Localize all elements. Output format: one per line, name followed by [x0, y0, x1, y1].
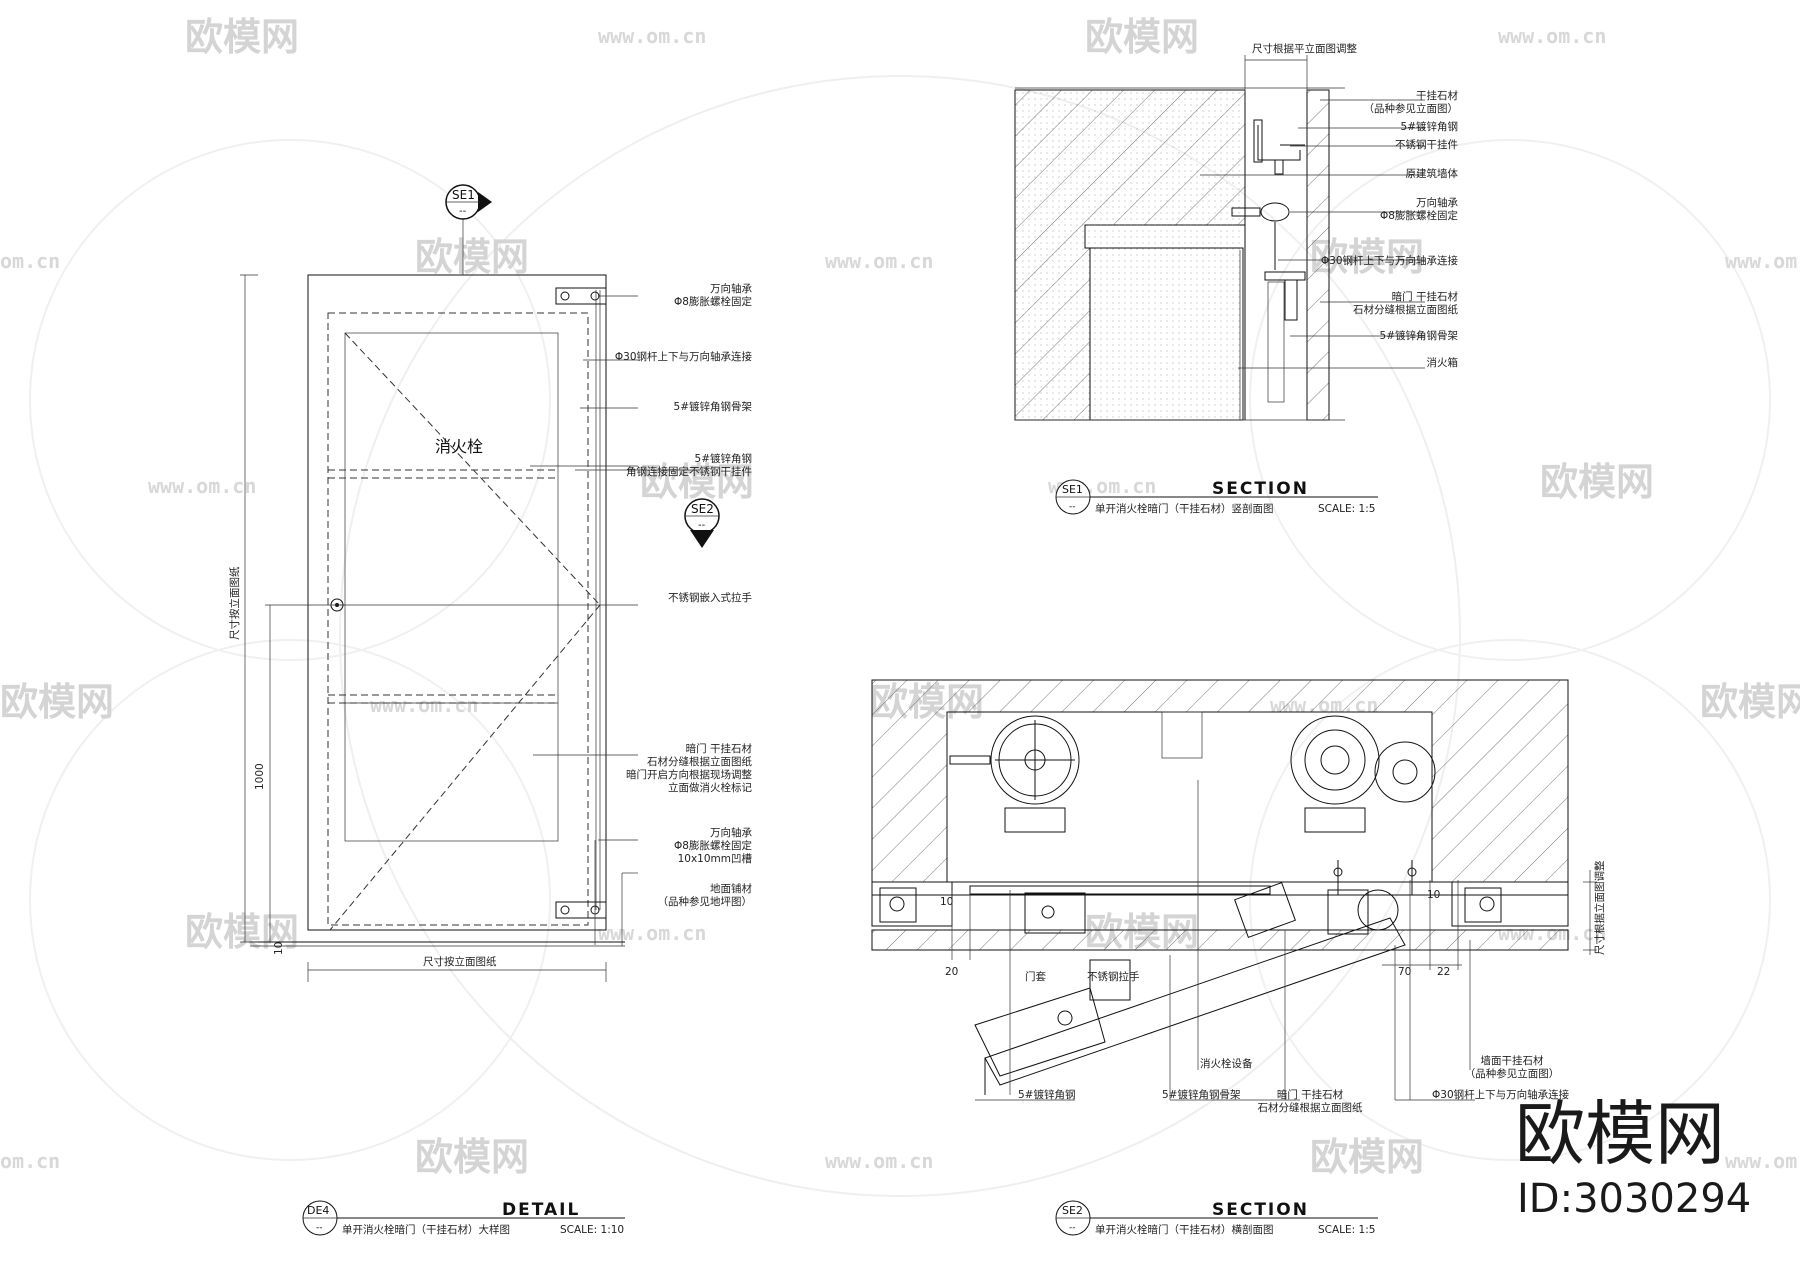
title-se1: 单开消火栓暗门（干挂石材）竖剖面图 [1095, 502, 1274, 515]
watermark-url: om.cn [0, 249, 60, 273]
se2-dim-10b: 10 [1427, 889, 1440, 901]
watermark-logo: 欧模网 [1085, 15, 1199, 59]
watermark-url: www.om.cn [1725, 249, 1800, 273]
label-fire-equip: 消火栓设备 [1200, 1057, 1253, 1070]
scale-se2: SCALE: 1:5 [1318, 1224, 1375, 1236]
tag-se1-id: SE1 [1062, 483, 1083, 496]
tag-de4-sub: -- [316, 1223, 323, 1233]
watermark-logo: 欧模网 [185, 910, 299, 954]
label-door-frame: 门套 [1025, 970, 1047, 983]
dim-left-1000: 1000 [254, 763, 266, 790]
note-se1: Φ30钢杆上下与万向轴承连接 [1321, 254, 1459, 267]
marker-se1-sub: -- [459, 206, 467, 217]
se2-dim-10a: 10 [940, 896, 953, 908]
watermark-url: www.om.cn [1498, 24, 1606, 48]
title-block-de4: DE4 -- DETAIL 单开消火栓暗门（干挂石材）大样图 SCALE: 1:… [302, 1200, 625, 1236]
watermark-logo: 欧模网 [640, 460, 754, 504]
se1-dim-top: 尺寸根据平立面图调整 [1252, 42, 1357, 55]
label-rod: Φ30钢杆上下与万向轴承连接 [1432, 1088, 1570, 1101]
marker-se1-id: SE1 [452, 188, 475, 202]
watermark-logo: 欧模网 [1700, 680, 1800, 724]
note-se1: 消火箱 [1427, 356, 1459, 369]
watermark-layer: 欧模网 欧模网 欧模网 欧模网 欧模网 欧模网 欧模网 欧模网 欧模网 欧模网 … [0, 15, 1800, 1197]
tag-se2-id: SE2 [1062, 1204, 1083, 1217]
note-de4: 5#镀锌角钢骨架 [674, 400, 753, 413]
watermark-url: www.om.cn [1725, 1149, 1800, 1173]
note-de4: 地面铺材（品种参见地坪图） [658, 882, 753, 908]
note-se1: 干挂石材（品种参见立面图） [1364, 89, 1459, 115]
label-handle: 不锈钢拉手 [1087, 970, 1140, 983]
note-de4: Φ30钢杆上下与万向轴承连接 [615, 350, 753, 363]
title-block-se2: SE2 -- SECTION 单开消火栓暗门（干挂石材）横剖面图 SCALE: … [1055, 1200, 1378, 1236]
note-se1: 5#镀锌角钢骨架 [1380, 329, 1459, 342]
title-de4: 单开消火栓暗门（干挂石材）大样图 [342, 1223, 510, 1236]
note-se1: 暗门 干挂石材石材分缝根据立面图纸 [1353, 290, 1458, 316]
detail-de4-elevation: 消火栓 尺寸按立面图纸 1000 10 尺寸按立面图纸 SE1 -- [228, 184, 753, 982]
label-steel: 5#镀锌角钢 [1018, 1088, 1075, 1101]
se2-dim-22: 22 [1437, 966, 1450, 978]
tag-se2-sub: -- [1069, 1223, 1076, 1233]
marker-se2-sub: -- [698, 520, 706, 531]
title-de4-kind: DETAIL [502, 1200, 580, 1220]
title-se1-kind: SECTION [1212, 479, 1309, 499]
watermark-url: www.om.cn [370, 693, 478, 717]
se2-dim-20: 20 [945, 966, 958, 978]
brand-name: 欧模网 [1515, 1093, 1725, 1175]
note-de4: 暗门 干挂石材石材分缝根据立面图纸暗门开启方向根据现场调整立面做消火栓标记 [626, 742, 752, 794]
dim-left-total: 尺寸按立面图纸 [228, 566, 241, 640]
watermark-url: www.om.cn [148, 474, 256, 498]
note-se1: 原建筑墙体 [1406, 167, 1459, 180]
watermark-url: www.om.cn [598, 921, 706, 945]
dim-bottom: 尺寸按立面图纸 [423, 955, 497, 968]
tag-de4-id: DE4 [307, 1204, 329, 1217]
se2-dim-right: 尺寸根据立面图调整 [1593, 860, 1606, 955]
watermark-logo: 欧模网 [415, 235, 529, 279]
note-se1: 不锈钢干挂件 [1395, 138, 1458, 151]
brand-corner: 欧模网 ID:3030294 [1515, 1093, 1751, 1222]
title-block-se1: SE1 -- SECTION 单开消火栓暗门（干挂石材）竖剖面图 SCALE: … [1055, 479, 1378, 515]
note-de4: 不锈钢嵌入式拉手 [668, 591, 752, 604]
section-se2: 20 10 70 22 10 尺寸根据立面图调整 门套 不锈钢拉手 消火栓设备 … [871, 679, 1606, 1114]
title-se2: 单开消火栓暗门（干挂石材）横剖面图 [1095, 1223, 1274, 1236]
watermark-logo: 欧模网 [1310, 1135, 1424, 1179]
scale-se1: SCALE: 1:5 [1318, 503, 1375, 515]
watermark-logo: 欧模网 [0, 680, 114, 724]
watermark-logo: 欧模网 [185, 15, 299, 59]
watermark-url: www.om.cn [825, 249, 933, 273]
section-marker-se2: SE2 -- [575, 469, 720, 548]
watermark-url: om.cn [0, 1149, 60, 1173]
label-wall-stone: 墙面干挂石材（品种参见立面图） [1465, 1054, 1560, 1080]
note-de4: 5#镀锌角钢角钢连接固定不锈钢干挂件 [626, 452, 752, 478]
scale-de4: SCALE: 1:10 [560, 1224, 624, 1236]
watermark-logo: 欧模网 [1540, 460, 1654, 504]
title-se2-kind: SECTION [1212, 1200, 1309, 1220]
note-se1: 5#镀锌角钢 [1401, 120, 1458, 133]
section-se1: 尺寸根据平立面图调整 干挂石材（品种参见立面图） 5#镀锌角钢 不锈钢干挂件 原… [1014, 42, 1459, 421]
tag-se1-sub: -- [1069, 502, 1076, 512]
se2-dim-70: 70 [1398, 966, 1411, 978]
label-frame-steel: 5#镀锌角钢骨架 [1162, 1088, 1241, 1101]
dim-left-10: 10 [273, 942, 285, 955]
label-door-stone: 暗门 干挂石材石材分缝根据立面图纸 [1258, 1088, 1363, 1114]
marker-se2-id: SE2 [691, 502, 714, 516]
hydrant-box-label: 消火栓 [435, 437, 483, 456]
watermark-url: www.om.cn [598, 24, 706, 48]
brand-id: ID:3030294 [1517, 1176, 1751, 1222]
section-marker-se1: SE1 -- [445, 184, 492, 275]
watermark-url: www.om.cn [825, 1149, 933, 1173]
watermark-logo: 欧模网 [415, 1135, 529, 1179]
